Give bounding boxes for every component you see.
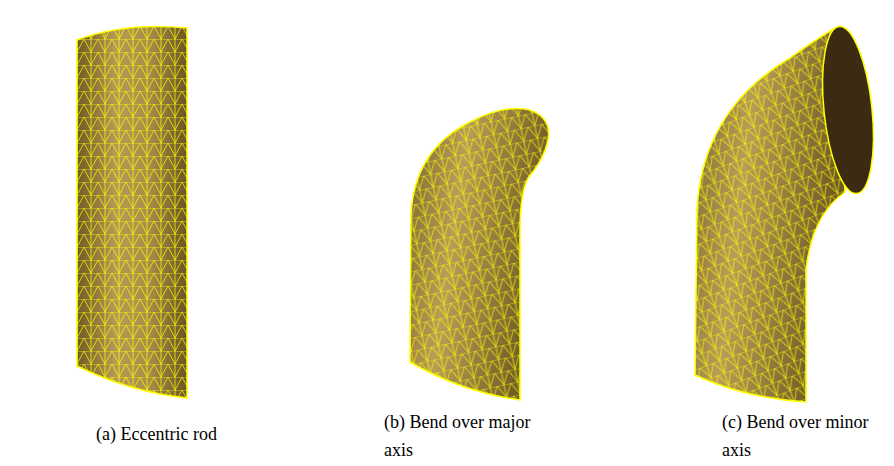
figure-caption: (b) Bend over major axis: [384, 408, 534, 464]
figure-caption: (a) Eccentric rod: [96, 420, 296, 448]
eccentric-rod: [77, 27, 187, 399]
rod-bent-minor: [695, 24, 881, 402]
figure-caption: (c) Bend over minor axis: [722, 408, 872, 464]
rod-opening: [815, 24, 880, 196]
rod-bent-major: [410, 109, 549, 401]
